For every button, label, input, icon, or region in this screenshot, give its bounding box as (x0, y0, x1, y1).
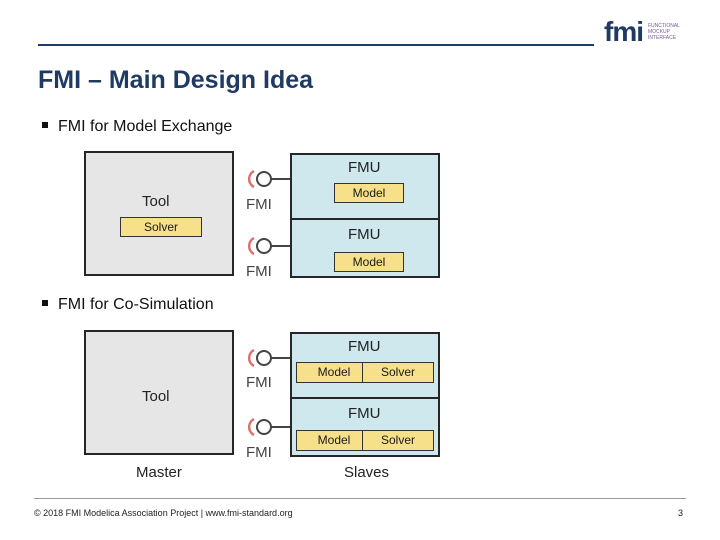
bullet-square-icon (42, 299, 48, 306)
fmu-box-me-1: FMU Model FMU Model (290, 153, 440, 278)
fmi-connectors-me (247, 169, 290, 256)
fmi-connectors-cs (247, 348, 290, 437)
page-number: 3 (678, 508, 684, 518)
slide-title: FMI – Main Design Idea (38, 66, 314, 94)
logo-wordmark: fmi (604, 16, 644, 47)
solver-box: Solver (362, 362, 434, 383)
bullet-model-exchange: FMI for Model Exchange (42, 118, 232, 136)
logo-tagline: FUNCTIONAL MOCKUP INTERFACE (648, 23, 680, 41)
fmu-label: FMU (348, 338, 381, 355)
model-box: Model (334, 252, 404, 272)
connector-icon (247, 417, 290, 437)
master-label: Master (136, 464, 182, 481)
connector-icon (247, 169, 290, 189)
model-box: Model (296, 362, 372, 383)
model-label: Model (352, 255, 386, 269)
solver-label: Solver (380, 365, 415, 379)
model-box: Model (296, 430, 372, 451)
tool-box: Tool (84, 151, 234, 276)
solver-label: Solver (143, 220, 178, 234)
solver-label: Solver (380, 433, 415, 447)
fmu-label: FMU (348, 405, 381, 422)
model-label: Model (352, 186, 386, 200)
fmi-interface-label: FMI (246, 263, 272, 280)
footer-text: © 2018 FMI Modelica Association Project … (34, 508, 293, 518)
fmu-box-cs: FMU Model Solver FMU Model Solver (290, 332, 440, 457)
connector-icon (247, 236, 290, 256)
connector-icon (247, 348, 290, 368)
fmu-divider (290, 218, 440, 220)
bullet-square-icon (42, 121, 48, 128)
model-box: Model (334, 183, 404, 203)
header-rule (38, 44, 594, 46)
bullet-text: FMI for Co-Simulation (58, 296, 214, 313)
solver-box: Solver (120, 217, 202, 237)
fmi-interface-label: FMI (246, 374, 272, 391)
model-label: Model (317, 433, 351, 447)
model-label: Model (317, 365, 351, 379)
tool-label: Tool (142, 388, 170, 405)
fmu-label: FMU (348, 159, 381, 176)
slaves-label: Slaves (344, 464, 390, 481)
fmi-interface-label: FMI (246, 196, 272, 213)
fmi-interface-label: FMI (246, 444, 272, 461)
fmu-divider (290, 397, 440, 399)
bullet-co-simulation: FMI for Co-Simulation (42, 296, 214, 314)
tool-box: Tool (84, 330, 234, 455)
fmu-label: FMU (348, 226, 381, 243)
solver-box: Solver (362, 430, 434, 451)
footer-rule (34, 498, 686, 499)
fmi-logo: fmi FUNCTIONAL MOCKUP INTERFACE (604, 18, 694, 52)
tool-label: Tool (142, 193, 170, 210)
bullet-text: FMI for Model Exchange (58, 118, 233, 135)
